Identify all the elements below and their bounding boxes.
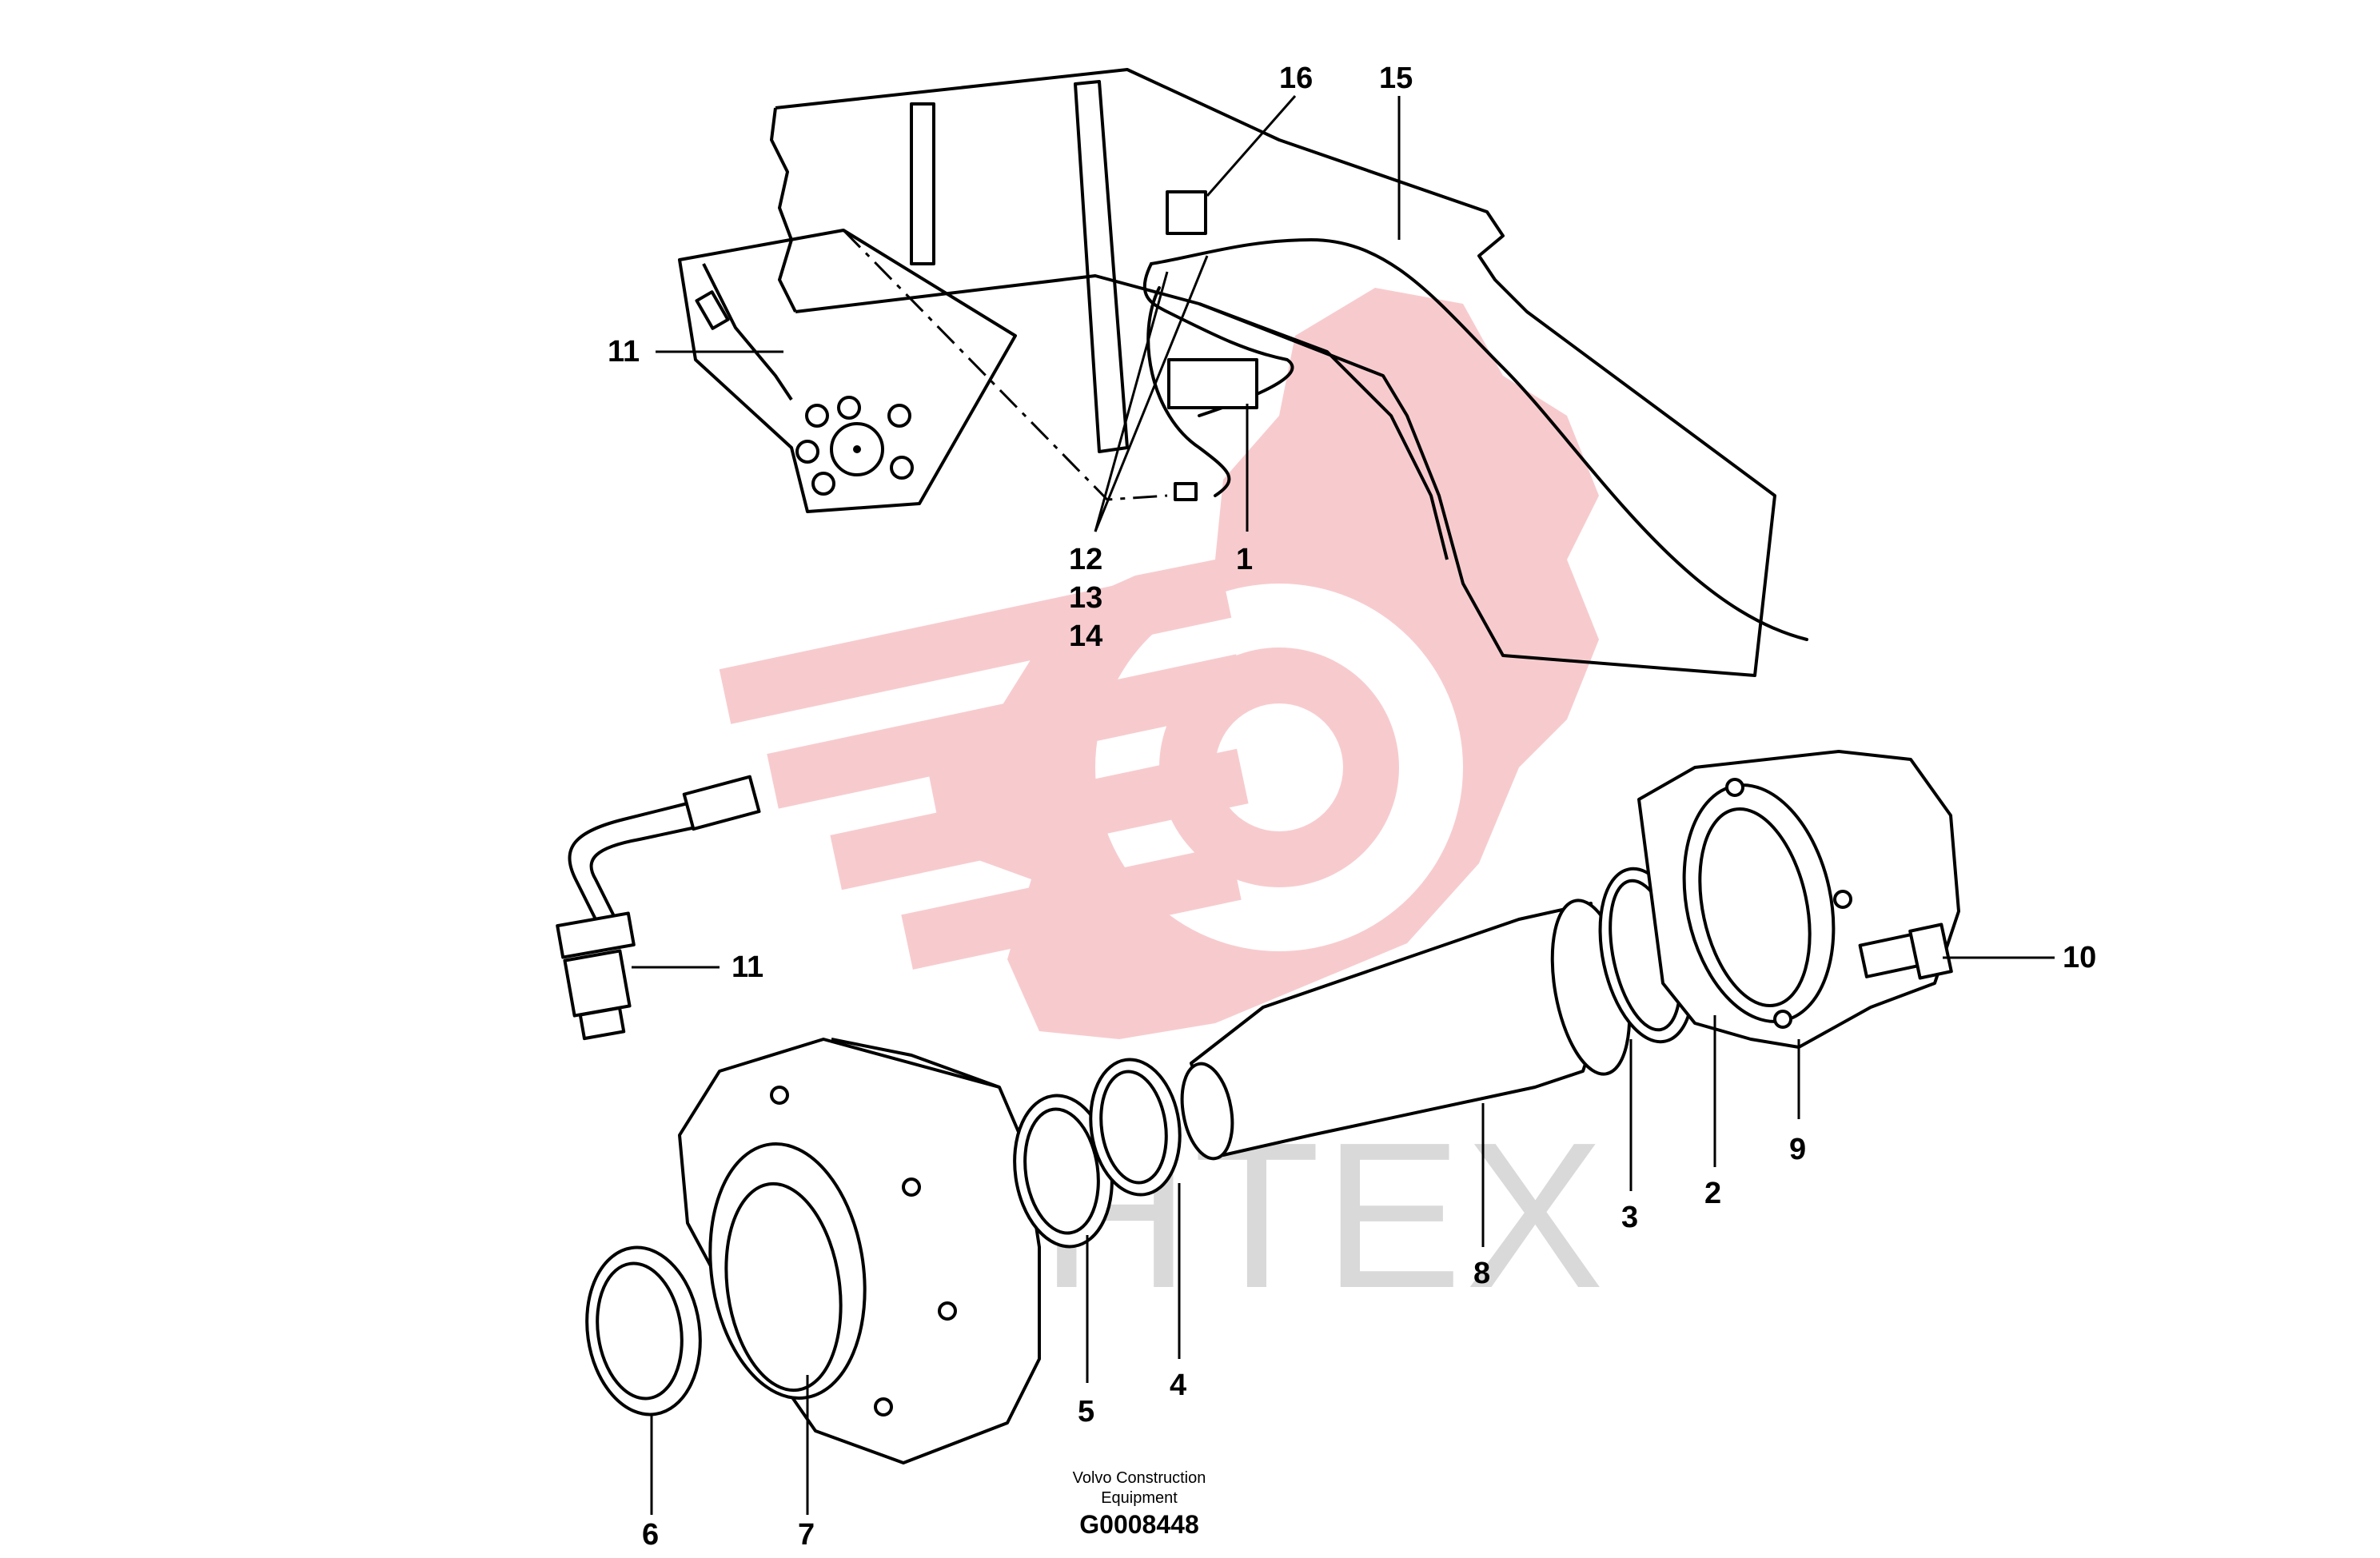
callout-6: 6: [642, 1518, 659, 1552]
callout-10: 10: [2063, 941, 2096, 974]
flange-9: [1637, 750, 1960, 1049]
ring-4: [1089, 1058, 1182, 1197]
bolt-10: [1858, 922, 1953, 980]
callout-2: 2: [1704, 1177, 1721, 1210]
frame-panel: [770, 68, 1776, 677]
relay-box-icon: [1166, 190, 1207, 235]
callout-11-top: 11: [608, 335, 640, 369]
callout-14: 14: [1069, 620, 1102, 653]
callout-9: 9: [1789, 1133, 1806, 1166]
callout-7: 7: [798, 1518, 815, 1552]
sensor-11: [556, 775, 761, 1041]
shaft-8: [1180, 899, 1632, 1161]
sensor-housing-icon: [1167, 358, 1258, 409]
callout-8: 8: [1473, 1257, 1490, 1290]
callout-13: 13: [1069, 581, 1102, 615]
housing-part-7: [678, 1038, 1041, 1464]
credit-line-2: Equipment: [1101, 1489, 1178, 1507]
callout-5: 5: [1078, 1395, 1094, 1428]
callout-1: 1: [1236, 543, 1253, 576]
connector-icon: [1174, 482, 1198, 501]
drawing-code: G0008448: [1079, 1510, 1198, 1539]
credit-line-1: Volvo Construction: [1073, 1469, 1206, 1487]
cable-harness: [1142, 190, 1808, 641]
callout-3: 3: [1621, 1201, 1638, 1234]
callout-16: 16: [1279, 62, 1313, 95]
callout-4: 4: [1170, 1369, 1186, 1402]
callout-15: 15: [1379, 62, 1413, 95]
bearing-5: [1013, 1094, 1114, 1249]
seal-ring-6: [585, 1245, 702, 1417]
leader-lines: [632, 95, 2055, 1515]
callout-11-mid: 11: [732, 950, 763, 984]
callout-12: 12: [1069, 543, 1102, 576]
